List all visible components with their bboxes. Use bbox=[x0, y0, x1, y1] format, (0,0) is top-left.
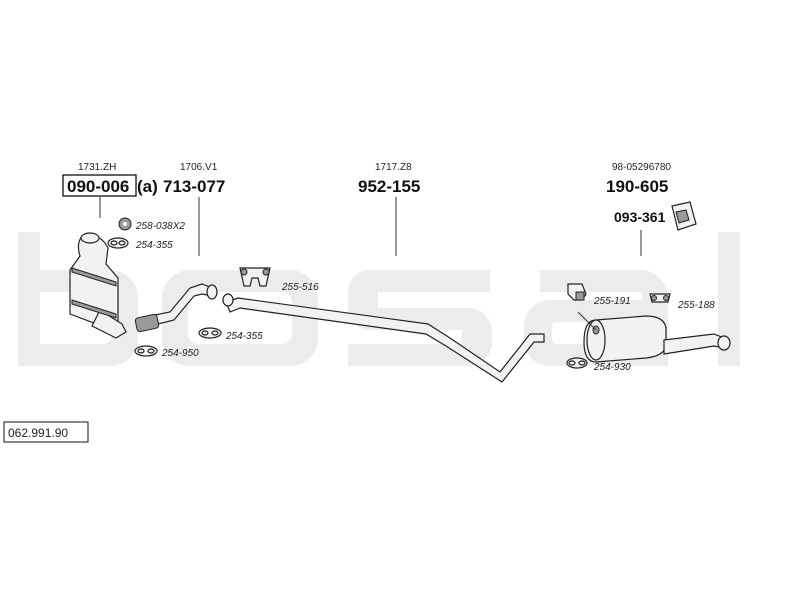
catalog-number: 062.991.90 bbox=[8, 426, 68, 440]
part-number-4[interactable]: 190-605 bbox=[606, 177, 668, 196]
fitting-label-2: 254-355 bbox=[135, 240, 173, 251]
fitting-label-5: 254-950 bbox=[161, 348, 199, 359]
fitting-label-7: 255-188 bbox=[677, 300, 715, 311]
watermark bbox=[18, 232, 740, 366]
section-ref-3: 1717.Z8 bbox=[375, 162, 412, 173]
hanger-icon[interactable] bbox=[649, 293, 671, 303]
section-ref-2: 1706.V1 bbox=[180, 162, 218, 173]
middle-pipe[interactable] bbox=[222, 293, 545, 383]
catalytic-converter[interactable] bbox=[69, 232, 127, 339]
highlight-box bbox=[62, 174, 137, 197]
rear-silencer[interactable] bbox=[577, 311, 731, 363]
section-ref-1: 1731.ZH bbox=[78, 162, 116, 173]
fitting-label-3: 255-516 bbox=[281, 282, 319, 293]
mounting-kit-icon[interactable] bbox=[671, 201, 697, 231]
part-number-3[interactable]: 952-155 bbox=[358, 177, 420, 196]
fitting-label-4: 254-355 bbox=[225, 331, 263, 342]
fitting-label-1: 258-038X2 bbox=[135, 221, 185, 232]
gasket-icon[interactable] bbox=[566, 357, 588, 369]
fitting-label-6: 255-191 bbox=[593, 296, 631, 307]
hanger-icon[interactable] bbox=[567, 283, 587, 301]
part-number-2[interactable]: 713-077 bbox=[163, 177, 225, 196]
fitting-label-8: 254-930 bbox=[593, 362, 631, 373]
extra-part-number[interactable]: 093-361 bbox=[614, 209, 666, 225]
catalog-number-box bbox=[3, 421, 89, 443]
gasket-icon[interactable] bbox=[134, 345, 158, 357]
gasket-icon[interactable] bbox=[107, 237, 129, 249]
section-ref-4: 98-05296780 bbox=[612, 162, 671, 173]
gasket-icon[interactable] bbox=[198, 327, 222, 339]
part-number-1[interactable]: 090-006 bbox=[67, 177, 129, 196]
bracket-icon[interactable] bbox=[239, 267, 271, 287]
front-pipe[interactable] bbox=[134, 283, 218, 333]
nut-icon[interactable] bbox=[118, 217, 132, 231]
part-prefix: (a) bbox=[137, 177, 158, 196]
